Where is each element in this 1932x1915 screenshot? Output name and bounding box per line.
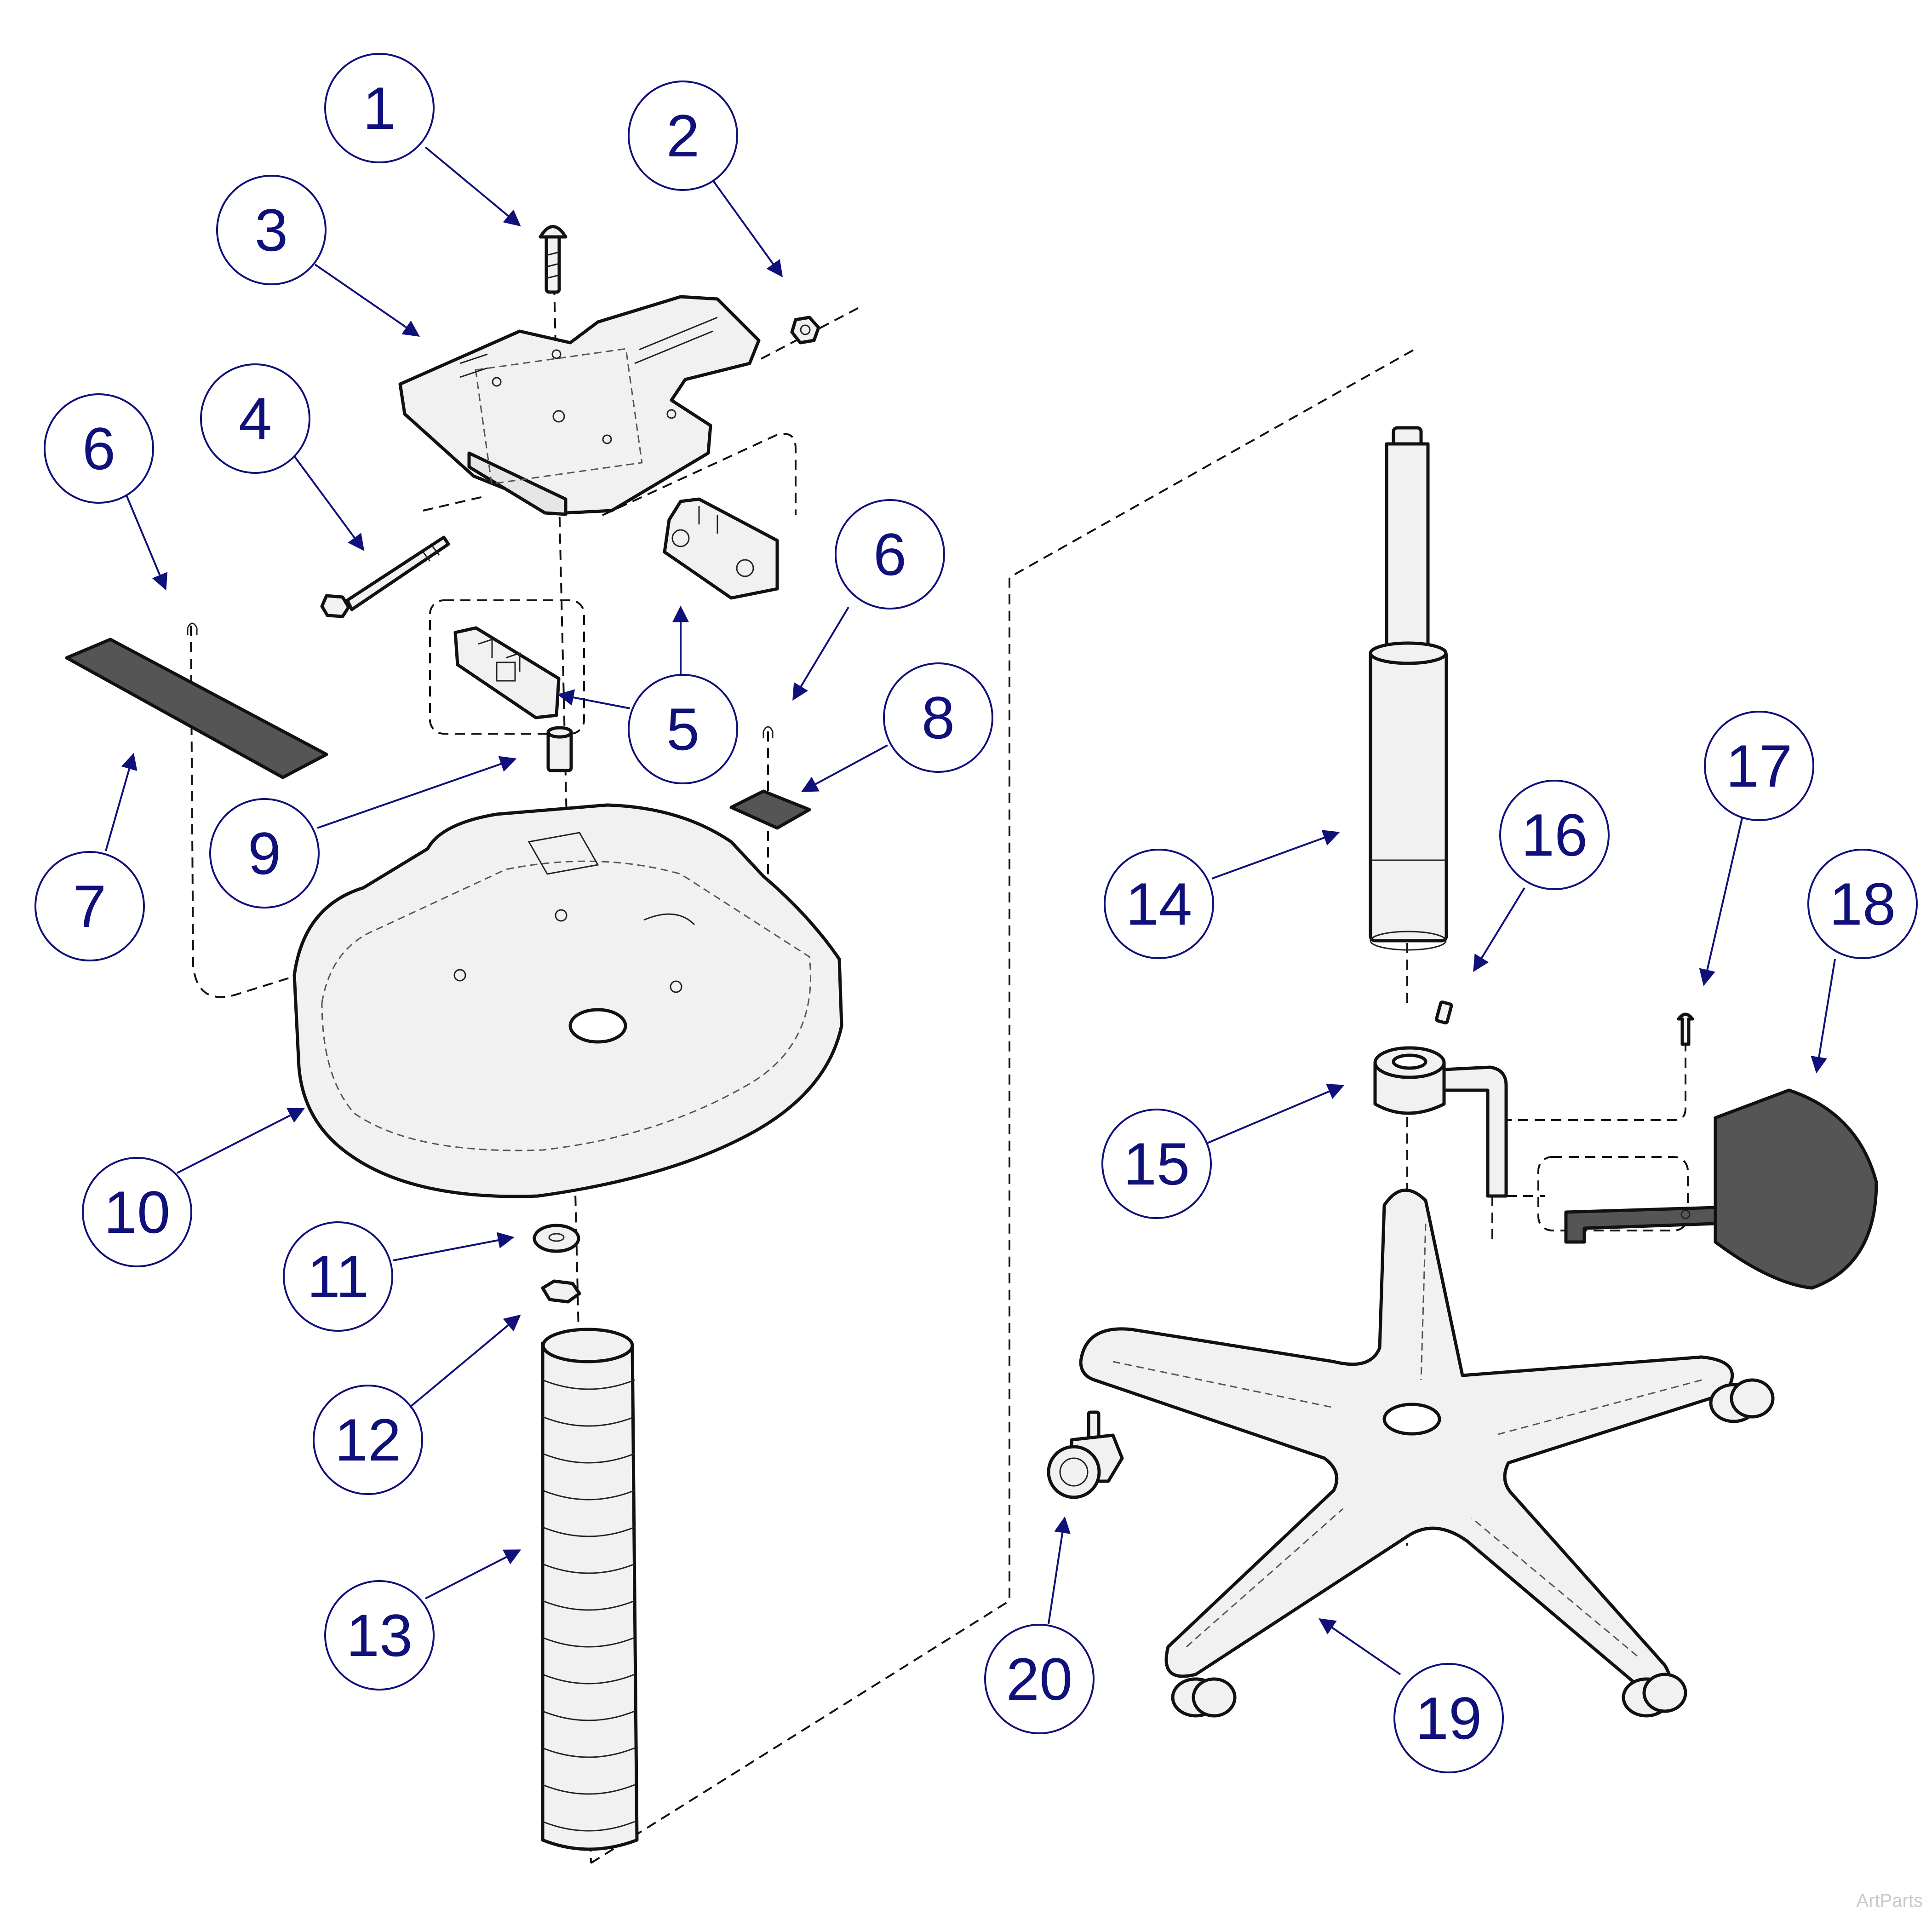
callout-10-label: 10	[104, 1179, 171, 1246]
watermark: ArtParts	[1856, 1891, 1923, 1911]
part-14-gas-cylinder	[1369, 426, 1448, 951]
callout-17-label: 17	[1726, 732, 1793, 799]
callout-7-label: 7	[73, 873, 106, 940]
callout-3: 3	[216, 175, 327, 285]
part-16-set-screw	[1435, 1000, 1453, 1024]
callout-12: 12	[313, 1385, 423, 1495]
callout-4-label: 4	[239, 385, 272, 452]
leader-lines	[105, 146, 1836, 1675]
callout-16-label: 16	[1521, 801, 1588, 868]
callout-7: 7	[34, 851, 145, 961]
callout-13: 13	[324, 1580, 435, 1691]
callout-16: 16	[1499, 780, 1610, 890]
callout-19: 19	[1393, 1663, 1504, 1773]
callout-9-label: 9	[248, 820, 281, 887]
part-18-paddle-lever	[1564, 1088, 1878, 1290]
callout-15: 15	[1101, 1109, 1212, 1219]
part-15-lever-collar	[1373, 1046, 1508, 1198]
part-5-clamp-left	[453, 626, 561, 719]
callout-18-label: 18	[1829, 870, 1896, 937]
caster-wheel	[1171, 1677, 1237, 1718]
part-6-pin-right	[762, 726, 774, 738]
callout-6-left: 6	[44, 393, 154, 504]
part-1-screw	[539, 225, 568, 294]
callout-19-label: 19	[1416, 1685, 1482, 1752]
callout-13-label: 13	[346, 1602, 413, 1669]
caster-wheel	[1709, 1378, 1775, 1423]
callout-11-label: 11	[307, 1243, 369, 1310]
callout-6-right: 6	[835, 499, 945, 610]
part-4-bolt	[320, 535, 450, 618]
callout-5-label: 5	[666, 696, 699, 763]
callout-2: 2	[628, 81, 738, 191]
callout-6-right-label: 6	[873, 521, 906, 588]
part-17-screw	[1677, 1012, 1694, 1046]
part-8-square-pad	[729, 789, 811, 830]
callout-5: 5	[628, 674, 738, 784]
callout-17: 17	[1704, 711, 1814, 821]
callout-8-label: 8	[922, 684, 955, 751]
part-11-washer	[533, 1224, 580, 1253]
caster-wheel	[1622, 1673, 1687, 1718]
callout-18: 18	[1807, 849, 1918, 959]
callout-1-label: 1	[363, 75, 396, 142]
part-10-seat-pan	[292, 803, 843, 1198]
callout-2-label: 2	[666, 102, 699, 169]
callout-14: 14	[1104, 849, 1214, 959]
part-20-caster	[1047, 1410, 1124, 1499]
callout-9: 9	[209, 798, 320, 909]
callout-1: 1	[324, 53, 435, 163]
callout-6-left-label: 6	[82, 415, 115, 482]
callout-12-label: 12	[335, 1406, 401, 1473]
callout-10: 10	[82, 1157, 192, 1267]
callout-8: 8	[883, 662, 993, 773]
part-9-sleeve	[546, 726, 573, 772]
part-7-strip-pad	[65, 638, 328, 779]
callout-14-label: 14	[1126, 870, 1192, 937]
callout-20-label: 20	[1006, 1645, 1073, 1713]
part-19-star-base	[1079, 1188, 1775, 1718]
part-3-mounting-plate	[398, 295, 761, 516]
part-2-nut	[790, 316, 820, 345]
callout-15-label: 15	[1124, 1130, 1190, 1197]
part-12-nut	[541, 1279, 581, 1304]
part-5-clamp-right	[663, 497, 779, 600]
part-13-bellows-cover	[541, 1328, 639, 1851]
callout-11: 11	[283, 1221, 393, 1332]
callout-4: 4	[200, 363, 310, 474]
callout-20: 20	[984, 1624, 1095, 1734]
callout-3-label: 3	[255, 196, 288, 264]
part-6-pin-left	[187, 622, 198, 635]
